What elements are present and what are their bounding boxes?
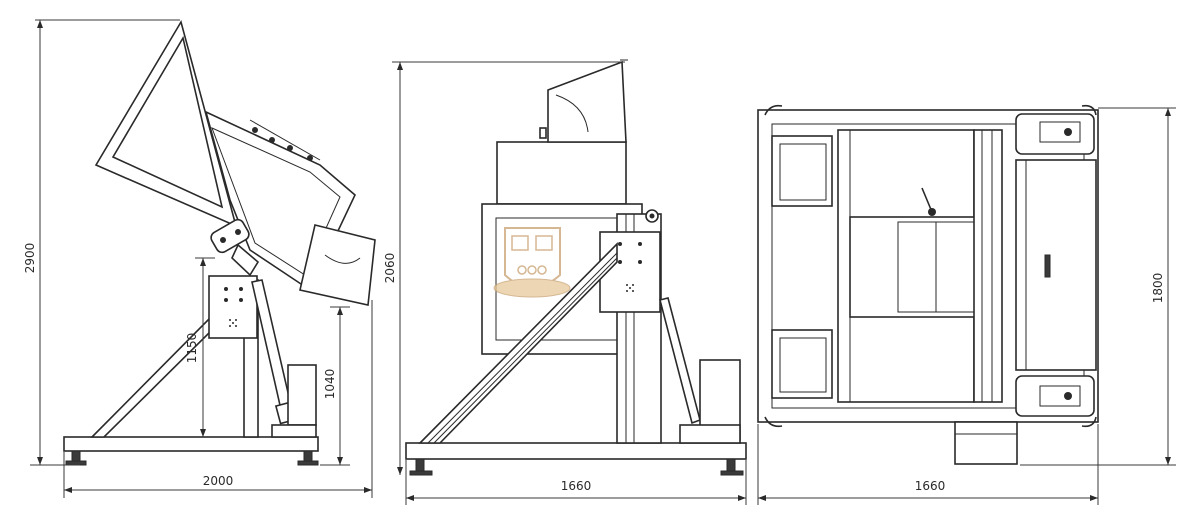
side-pivot [210, 218, 250, 254]
front-mount-plate [599, 231, 661, 313]
side-foot-left [71, 450, 81, 462]
top-view [757, 104, 1099, 465]
dim-side-discharge-height: 1040 [323, 369, 337, 400]
front-hydraulic-cylinder [659, 297, 701, 425]
top-rail [973, 129, 1003, 403]
dim-top-depth: 1800 [1151, 273, 1165, 304]
front-base-frame [405, 442, 747, 460]
side-base-frame [63, 436, 319, 452]
dim-side-width: 2000 [203, 474, 234, 488]
top-left-bay-upper [771, 135, 833, 207]
top-wheel-lower [1015, 375, 1095, 417]
dim-top-width: 1660 [915, 479, 946, 493]
front-hopper-body [496, 141, 627, 205]
front-dimensions: 2060 1660 [383, 61, 747, 505]
side-mount-plate [208, 275, 258, 339]
side-view [63, 19, 376, 466]
front-hopper-lid [547, 60, 627, 143]
side-foot-right-pad [297, 460, 319, 466]
front-diagonal-rail [418, 242, 618, 444]
dim-front-width: 1660 [561, 479, 592, 493]
top-left-bay-lower [771, 329, 833, 399]
side-dimensions: 2900 1150 1040 2000 [23, 19, 373, 498]
top-bin [849, 216, 979, 318]
side-foot-right [303, 450, 313, 462]
side-foot-left-pad [65, 460, 87, 466]
side-power-unit [287, 364, 317, 426]
dim-front-height: 2060 [383, 253, 397, 284]
top-wheel-upper [1015, 113, 1095, 155]
dim-side-pivot-height: 1150 [185, 333, 199, 364]
top-discharge-chute [1015, 159, 1097, 371]
watermark-logo [493, 227, 571, 298]
side-discharge-chute [299, 224, 376, 306]
dim-side-total-height: 2900 [23, 243, 37, 274]
front-view [405, 59, 747, 476]
top-motor [954, 421, 1018, 465]
top-dimensions: 1800 1660 [757, 107, 1176, 505]
